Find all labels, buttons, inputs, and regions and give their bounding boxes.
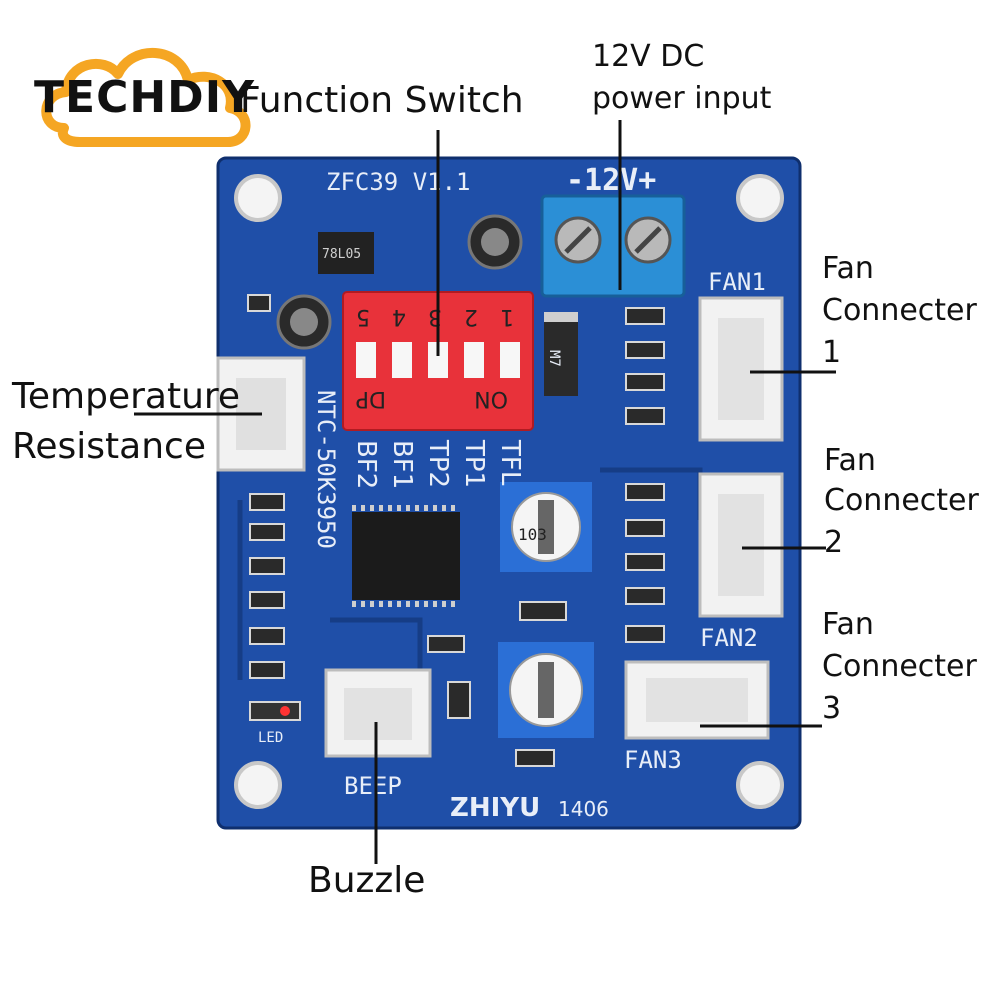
label-fan3-line3: 3 — [822, 691, 842, 726]
label-power-line1: 12V DC — [592, 39, 705, 74]
label-power-line2: power input — [592, 81, 772, 116]
board-voltage: -12V+ — [566, 163, 656, 198]
func-tp1: TP1 — [459, 439, 489, 488]
leader-lines — [134, 120, 836, 864]
label-fan1-line1: Fan — [822, 251, 874, 286]
board-led: LED — [258, 730, 283, 746]
techdiy-logo-mark — [41, 47, 251, 147]
label-temperature-line1: Temperature — [12, 376, 241, 417]
board-fan2: FAN2 — [700, 624, 758, 652]
mount-hole — [234, 174, 282, 222]
smd-resistors — [247, 294, 665, 767]
board-model: ZFC39 V1.1 — [326, 168, 471, 196]
diode — [544, 312, 578, 396]
voltage-regulator — [318, 232, 374, 274]
label-fan2-line1: Fan — [824, 443, 876, 478]
diode-label: M7 — [546, 350, 562, 367]
label-fan3-line2: Connecter — [822, 649, 977, 684]
label-buzzer: Buzzle — [308, 860, 426, 901]
dip-number: 1 — [500, 304, 514, 329]
board-beep: BEEP — [344, 772, 402, 800]
mount-hole — [736, 174, 784, 222]
func-bf2: BF2 — [351, 440, 381, 489]
label-function-switch: Function Switch — [240, 80, 524, 121]
dip-number: 3 — [428, 304, 442, 329]
dip-on: ON — [474, 386, 508, 411]
ic-chip — [352, 512, 460, 600]
board-fan1: FAN1 — [708, 268, 766, 296]
reg-label: 78L05 — [322, 247, 361, 262]
logo-text: TECHDIY — [34, 72, 255, 123]
board-fan3: FAN3 — [624, 746, 682, 774]
mount-hole — [234, 761, 282, 809]
label-fan2-line3: 2 — [824, 525, 844, 560]
board-code: 1406 — [558, 797, 609, 821]
dip-number: 5 — [356, 304, 370, 329]
mount-hole — [736, 761, 784, 809]
label-fan1-line3: 1 — [822, 335, 842, 370]
func-tp2: TP2 — [423, 439, 453, 488]
led — [249, 701, 301, 721]
label-temperature-line2: Resistance — [12, 426, 206, 467]
dip-number: 2 — [464, 304, 478, 329]
board-maker: ZHIYU — [450, 793, 540, 823]
func-tfl: TFL — [495, 439, 525, 486]
dip-number: 4 — [392, 304, 406, 329]
board-ntc: NTC-50K3950 — [312, 390, 340, 549]
label-fan1-line2: Connecter — [822, 293, 977, 328]
label-fan3-line1: Fan — [822, 607, 874, 642]
dip-dp: DP — [356, 386, 386, 411]
pot-label: 103 — [518, 525, 547, 544]
func-bf1: BF1 — [387, 440, 417, 489]
label-fan2-line2: Connecter — [824, 483, 979, 518]
